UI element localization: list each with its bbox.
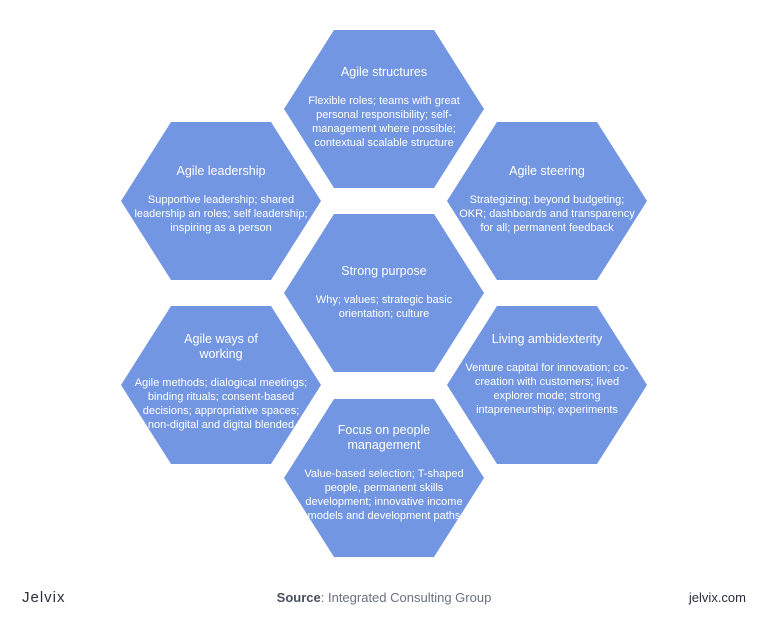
hex-body: Value-based selection; T-shaped people, … [304, 468, 464, 522]
hex-body: Flexible roles; teams with great persona… [308, 95, 460, 149]
hex-body: Why; values; strategic basic orientation… [315, 294, 453, 320]
site-link[interactable]: jelvix.com [688, 590, 746, 605]
hex-title: Focus on people management [337, 423, 431, 452]
hex-title: Agile ways of working [184, 332, 258, 361]
hex-focus-on-people-management: Focus on people management Value-based s… [284, 399, 484, 557]
hex-title: Strong purpose [341, 264, 427, 278]
hex-body: Agile methods; dialogical meetings; bind… [134, 377, 308, 431]
hex-title: Living ambidexterity [491, 332, 603, 346]
hex-body: Strategizing; beyond budgeting; OKR; das… [459, 194, 635, 234]
source-text: : Integrated Consulting Group [320, 590, 492, 605]
footer: Jelvix Source: Integrated Consulting Gro… [0, 585, 768, 615]
hex-agile-leadership: Agile leadership Supportive leadership; … [121, 122, 321, 280]
hex-title: Agile leadership [176, 164, 266, 178]
hex-living-ambidexterity: Living ambidexterity Venture capital for… [447, 306, 647, 464]
hex-body: Venture capital for innovation; co-creat… [465, 362, 629, 416]
hex-title: Agile steering [509, 164, 585, 178]
hex-title: Agile structures [340, 65, 428, 79]
hex-body: Supportive leadership; shared leadership… [134, 194, 308, 234]
hex-strong-purpose: Strong purpose Why; values; strategic ba… [284, 214, 484, 372]
source-label: Source [276, 590, 321, 605]
source-credit: Source: Integrated Consulting Group [0, 590, 768, 605]
hex-agile-steering: Agile steering Strategizing; beyond budg… [447, 122, 647, 280]
jelvix-logo: Jelvix [22, 589, 66, 606]
hex-agile-ways-of-working: Agile ways of working Agile methods; dia… [121, 306, 321, 464]
hex-agile-structures: Agile structures Flexible roles; teams w… [284, 30, 484, 188]
